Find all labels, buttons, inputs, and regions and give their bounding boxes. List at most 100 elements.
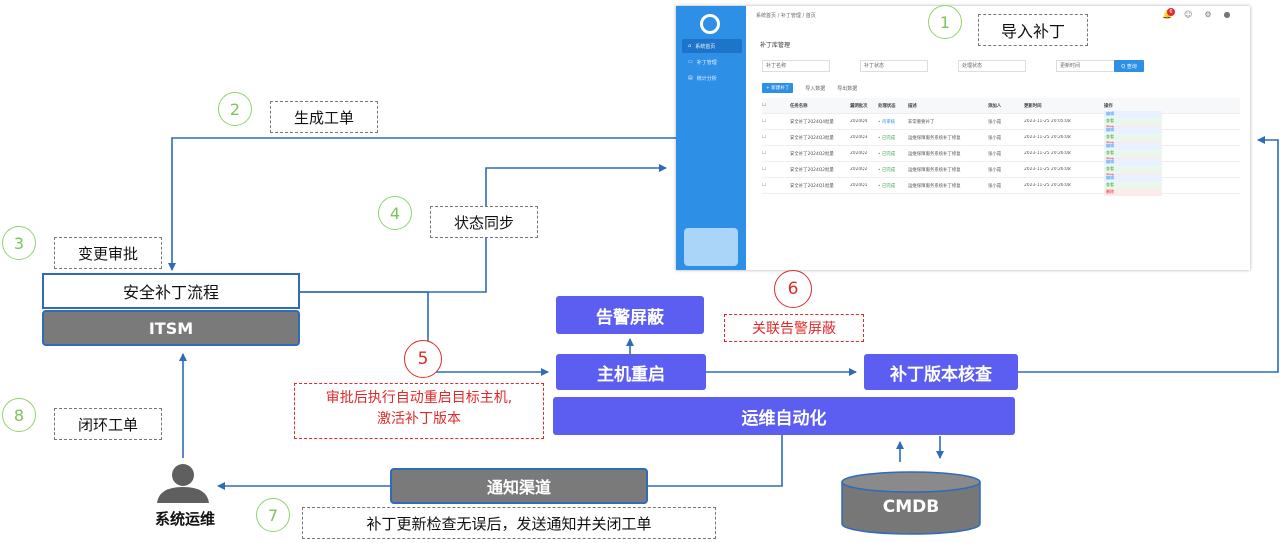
row-checkbox[interactable]: ☐ [762, 167, 766, 172]
edit-button[interactable]: 编辑 [1104, 159, 1162, 166]
app-logo-icon [700, 14, 720, 34]
table-cell: 2023-11-25 20:26:08 [1024, 167, 1071, 172]
cmdb-label: CMDB [882, 497, 940, 517]
table-cell: • 已完成 [878, 151, 896, 157]
filter-process-status[interactable]: 处理状态 [958, 60, 1026, 72]
table-cell: • 已完成 [878, 135, 896, 141]
security-patch-flow-box: 安全补丁流程 [42, 273, 300, 309]
table-cell: 运维保障服务系统补丁修复 [908, 167, 961, 173]
header-icons: 🔔 ☺ ⚙ ● [1162, 10, 1230, 19]
edit-button[interactable]: 编辑 [1104, 143, 1162, 150]
column-header: 更新时间 [1024, 103, 1042, 109]
edit-button[interactable]: 编辑 [1104, 111, 1162, 118]
column-header: 描述 [908, 103, 917, 109]
ops-user-label: 系统运维 [154, 510, 215, 528]
step-5-label-line1: 审批后执行自动重启目标主机, [325, 390, 513, 406]
patch-management-screenshot: ⌂系统首页 ▭补丁管理 ▤统计分析 系统首页 / 补丁管理 / 首页 🔔☺⚙● … [676, 6, 1250, 270]
table-cell: 运维保障服务系统补丁修复 [908, 135, 961, 141]
view-button[interactable]: 查看 [1104, 134, 1162, 141]
table-cell: 2024Q2 [850, 167, 868, 172]
table-cell: 2024Q2 [850, 151, 868, 156]
table-cell: 运维保障服务系统补丁修复 [908, 183, 961, 189]
table-cell: 安全补丁2024Q2批量 [790, 167, 834, 173]
step-7-label: 补丁更新检查无误后，发送通知并关闭工单 [302, 507, 716, 539]
column-header: 漏洞批次 [850, 103, 868, 109]
filter-bar: 补丁名称 补丁状态 处理状态 更新时间 [762, 60, 1162, 72]
new-patch-button[interactable]: + 新建补丁 [762, 83, 794, 93]
patch-version-check-box: 补丁版本核查 [864, 354, 1018, 390]
table-cell: 2023-11-25 20:05:08 [1024, 119, 1071, 124]
step-5-label: 审批后执行自动重启目标主机, 激活补丁版本 [294, 383, 544, 439]
view-button[interactable]: 查看 [1104, 118, 1162, 125]
table-cell: 张小霞 [988, 151, 1002, 157]
table-cell: 安全补丁2024Q3批量 [790, 135, 834, 141]
sidebar-label: 统计分析 [696, 75, 717, 82]
view-button[interactable]: 查看 [1104, 182, 1162, 189]
sidebar-illustration [684, 228, 738, 266]
filter-patch-name[interactable]: 补丁名称 [762, 60, 830, 72]
line-check-back [1018, 136, 1279, 373]
view-button[interactable]: 查看 [1104, 166, 1162, 173]
step-5-circle: 5 [404, 340, 442, 378]
action-bar: + 新建补丁 导入数据 导出数据 [762, 83, 857, 93]
sidebar-item-home[interactable]: ⌂系统首页 [682, 39, 742, 53]
table-header: ☐ 任务名称 漏洞批次 处理状态 描述 添加人 更新时间 操作 [762, 98, 1240, 114]
ops-automation-box: 运维自动化 [553, 397, 1015, 435]
user-icon[interactable]: ☺ [1183, 10, 1193, 19]
alarm-mask-box: 告警屏蔽 [556, 296, 704, 334]
view-button[interactable]: 查看 [1104, 150, 1162, 157]
line-generate-ticket [168, 137, 676, 271]
row-actions: 编辑查看删除 [1104, 175, 1164, 196]
gear-icon[interactable]: ⚙ [1204, 10, 1212, 19]
step-2-label: 生成工单 [270, 101, 378, 133]
table-cell: 2023-11-25 20:26:08 [1024, 135, 1071, 140]
step-7-circle: 7 [256, 498, 290, 532]
step-3-circle: 3 [2, 226, 36, 260]
step-6-label: 关联告警屏蔽 [724, 314, 864, 342]
edit-button[interactable]: 编辑 [1104, 175, 1162, 182]
step-5-label-line2: 激活补丁版本 [377, 411, 461, 427]
table-cell: 2023-11-25 20:26:08 [1024, 183, 1071, 188]
filter-patch-status[interactable]: 补丁状态 [860, 60, 928, 72]
column-header: 添加人 [988, 103, 1002, 109]
table-cell: 2024Q1 [850, 183, 868, 188]
sidebar-item-stats[interactable]: ▤统计分析 [688, 75, 717, 82]
table-cell: 张小霞 [988, 183, 1002, 189]
step-4-circle: 4 [378, 196, 412, 230]
table-cell: • 已完成 [878, 167, 896, 173]
step-2-circle: 2 [218, 92, 252, 126]
line-approve-restart [300, 291, 549, 376]
table-cell: • 已完成 [878, 183, 896, 189]
column-header: 任务名称 [790, 103, 808, 109]
import-data-button[interactable]: 导入数据 [805, 85, 826, 92]
row-checkbox[interactable]: ☐ [762, 119, 766, 124]
delete-button[interactable]: 删除 [1104, 189, 1162, 196]
row-checkbox[interactable]: ☐ [762, 151, 766, 156]
ops-user-icon [157, 464, 209, 503]
table-row: ☐ 安全补丁2024Q2批量 2024Q2 • 已完成 运维保障服务系统补丁修复 张小霞 2… [762, 159, 1240, 180]
table-cell: 安全补丁2024Q2批量 [790, 151, 834, 157]
screenshot-sidebar: ⌂系统首页 ▭补丁管理 ▤统计分析 [676, 6, 746, 270]
sidebar-label: 补丁管理 [696, 59, 717, 66]
table-cell: 张小霞 [988, 119, 1002, 125]
table-row: ☐ 安全补丁2024Q1批量 2024Q1 • 已完成 运维保障服务系统补丁修复 张小霞 2… [762, 175, 1240, 196]
sidebar-item-patch[interactable]: ▭补丁管理 [688, 59, 717, 66]
cmdb-database-icon [841, 471, 981, 535]
bell-icon[interactable]: 🔔 [1162, 10, 1172, 19]
row-checkbox[interactable]: ☐ [762, 135, 766, 140]
itsm-box: ITSM [42, 310, 300, 346]
table-cell: 安全补丁2024Q4批量 [790, 119, 834, 125]
edit-button[interactable]: 编辑 [1104, 127, 1162, 134]
table-cell: • 待审核 [878, 119, 896, 125]
table-cell: 张小霞 [988, 167, 1002, 173]
table-cell: 安全补丁2024Q1批量 [790, 183, 834, 189]
export-data-button[interactable]: 导出数据 [837, 85, 858, 92]
row-checkbox[interactable]: ☐ [762, 183, 766, 188]
table-cell: 运维保障服务系统补丁修复 [908, 151, 961, 157]
search-button[interactable]: Q 查询 [1114, 60, 1144, 72]
table-cell: 非常重要补丁 [908, 119, 935, 125]
step-1-circle: 1 [928, 5, 962, 39]
breadcrumb: 系统首页 / 补丁管理 / 首页 [756, 13, 816, 19]
avatar-icon[interactable]: ● [1223, 10, 1231, 19]
